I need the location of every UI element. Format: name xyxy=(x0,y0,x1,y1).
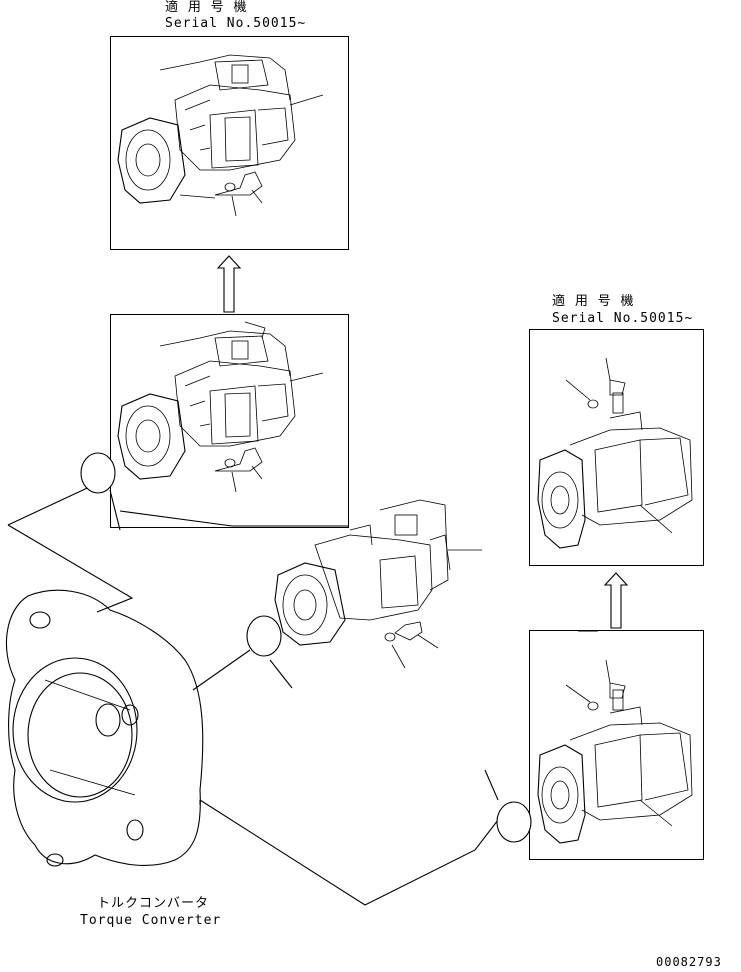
drawing-number: 00082793 xyxy=(656,955,722,969)
frame-right-pump-old xyxy=(529,630,704,860)
pump-assembly-right-new xyxy=(537,357,693,549)
arrow-up-right-icon xyxy=(603,572,629,629)
applicable-serial-jp-right: 適 用 号 機 xyxy=(552,294,635,309)
torque-converter-jp-label: トルクコンバータ xyxy=(97,896,210,911)
torque-converter-en-label: Torque Converter xyxy=(80,913,222,928)
serial-number-right: Serial No.50015~ xyxy=(552,311,694,326)
arrow-up-left-icon xyxy=(216,255,242,313)
oval-markers xyxy=(80,452,532,843)
serial-number-top: Serial No.50015~ xyxy=(165,16,307,31)
applicable-serial-jp-top: 適 用 号 機 xyxy=(165,0,248,15)
frame-right-pump-new xyxy=(529,329,704,566)
pump-assembly-mid xyxy=(117,321,324,493)
frame-mid-pump-old xyxy=(110,314,349,528)
pump-assembly-center xyxy=(274,499,482,669)
pump-assembly-right-old xyxy=(537,659,693,844)
leader-lines xyxy=(7,482,499,906)
torque-converter-housing xyxy=(5,589,204,867)
pump-assembly-top xyxy=(117,54,324,217)
frame-top-pump-new xyxy=(110,36,349,250)
